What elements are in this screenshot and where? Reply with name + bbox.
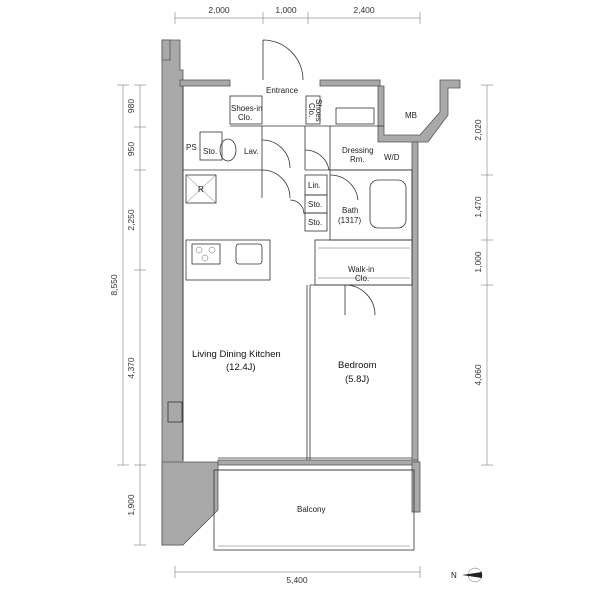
label-lav: Lav. bbox=[244, 147, 259, 156]
compass-label: N bbox=[451, 571, 457, 580]
label-ldk-1: Living Dining Kitchen bbox=[192, 349, 281, 360]
interior-walls bbox=[167, 86, 415, 551]
closet-hanger bbox=[318, 247, 410, 279]
room-labels: Entrance Shoes-in Clo. Shoes Clo. MB PS … bbox=[186, 86, 417, 514]
dim-top-2: 1,000 bbox=[275, 5, 297, 15]
label-sto-2: Sto. bbox=[308, 200, 322, 209]
label-dressing-1: Dressing bbox=[342, 146, 374, 155]
label-entrance: Entrance bbox=[266, 86, 299, 95]
label-balcony: Balcony bbox=[297, 505, 325, 514]
dim-top-3: 2,400 bbox=[353, 5, 375, 15]
label-shoes-in-1: Shoes-in bbox=[231, 104, 263, 113]
label-bath-1: Bath bbox=[342, 206, 358, 215]
dim-right-2: 1,470 bbox=[473, 196, 483, 218]
dim-left-3: 2,250 bbox=[126, 209, 136, 231]
label-ps: PS bbox=[186, 143, 197, 152]
dimension-top: 2,000 1,000 2,400 bbox=[174, 5, 421, 24]
label-walkin-1: Walk-in bbox=[348, 265, 374, 274]
dim-left-2: 950 bbox=[126, 142, 136, 156]
door-swings bbox=[261, 39, 376, 316]
label-wd: W/D bbox=[384, 153, 400, 162]
dim-right-4: 4,060 bbox=[473, 364, 483, 386]
label-sto-3: Sto. bbox=[308, 218, 322, 227]
label-walkin-2: Clo. bbox=[355, 274, 369, 283]
label-mb: MB bbox=[405, 111, 417, 120]
dim-right-1: 2,020 bbox=[473, 119, 483, 141]
dim-left-total: 8,550 bbox=[109, 274, 119, 296]
dimension-right: 2,020 1,470 1,000 4,060 bbox=[473, 84, 493, 466]
dimension-bottom: 5,400 bbox=[174, 566, 421, 585]
dim-left-4: 4,370 bbox=[126, 357, 136, 379]
label-sto-1: Sto. bbox=[203, 147, 217, 156]
dim-right-3: 1,000 bbox=[473, 251, 483, 273]
dim-left-5: 1,900 bbox=[126, 494, 136, 516]
label-shoes-clo-1: Shoes bbox=[314, 99, 323, 122]
label-bedroom-2: (5.8J) bbox=[345, 374, 369, 385]
label-dressing-2: Rm. bbox=[350, 155, 365, 164]
label-shoes-clo-2: Clo. bbox=[307, 103, 316, 117]
label-r: R bbox=[198, 185, 204, 194]
label-bedroom-1: Bedroom bbox=[338, 360, 377, 371]
dim-top-1: 2,000 bbox=[208, 5, 230, 15]
compass-icon: N bbox=[451, 567, 483, 583]
label-ldk-2: (12.4J) bbox=[226, 362, 256, 373]
dim-bottom: 5,400 bbox=[286, 575, 308, 585]
dimension-left: 980 950 2,250 4,370 1,900 8,550 bbox=[109, 84, 146, 546]
label-shoes-in-2: Clo. bbox=[238, 113, 252, 122]
structure-walls bbox=[161, 39, 461, 546]
label-lin: Lin. bbox=[308, 181, 321, 190]
label-bath-2: (1317) bbox=[338, 216, 361, 225]
dim-left-1: 980 bbox=[126, 99, 136, 113]
